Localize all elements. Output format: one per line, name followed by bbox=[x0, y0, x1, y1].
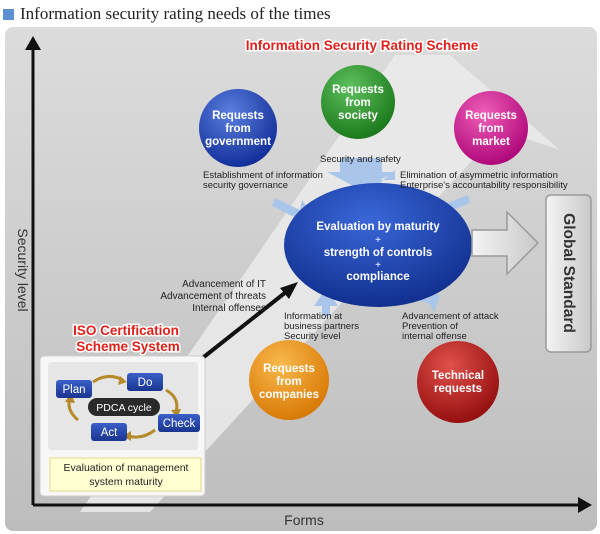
label-iso-arrow-1: Advancement of IT bbox=[182, 279, 266, 290]
iso-title-line-1: ISO Certification bbox=[73, 323, 179, 338]
label-market-1: Elimination of asymmetric information bbox=[400, 170, 558, 181]
pdca-act-box bbox=[91, 423, 127, 441]
circle-companies: Requests from companies bbox=[249, 340, 329, 420]
x-axis-arrowhead bbox=[578, 497, 592, 513]
society-line-1: Requests bbox=[332, 84, 384, 96]
arrow-iso-head bbox=[280, 282, 298, 299]
label-companies-1: Information at bbox=[284, 311, 343, 322]
label-technical-2: Prevention of bbox=[402, 321, 458, 332]
circle-society: Requests from society bbox=[321, 65, 395, 139]
header-square-icon bbox=[3, 8, 14, 20]
label-iso-arrow-3: Internal offenses bbox=[192, 303, 266, 314]
pdca-do-box bbox=[127, 373, 163, 391]
label-market-2: Enterprise's accountability responsibili… bbox=[400, 180, 568, 191]
pdca-plan-box bbox=[56, 380, 92, 398]
market-line-1: Requests bbox=[465, 110, 517, 122]
scheme-title: Information Security Rating Scheme bbox=[246, 38, 479, 53]
arrow-iso-to-center bbox=[198, 290, 288, 362]
iso-footer-line-1: Evaluation of management bbox=[64, 462, 189, 474]
x-axis-label: Forms bbox=[284, 512, 324, 528]
center-plus-2: + bbox=[375, 260, 381, 271]
pdca-plan-label: Plan bbox=[62, 384, 85, 396]
government-line-3: government bbox=[205, 136, 271, 148]
label-government-1: Establishment of information bbox=[203, 170, 323, 181]
global-standard-label: Global Standard bbox=[560, 213, 577, 333]
market-line-2: from bbox=[478, 123, 504, 135]
circle-government: Requests from government bbox=[199, 89, 277, 167]
iso-footer-box bbox=[49, 457, 202, 492]
y-axis-arrowhead bbox=[25, 36, 41, 50]
arrow-from-society bbox=[327, 158, 395, 190]
label-companies-3: Security level bbox=[284, 331, 341, 342]
companies-line-3: companies bbox=[259, 389, 319, 401]
circle-market: Requests from market bbox=[454, 91, 528, 165]
label-society: Security and safety bbox=[320, 154, 401, 165]
pdca-check-label: Check bbox=[163, 418, 196, 430]
government-line-1: Requests bbox=[212, 110, 264, 122]
society-line-2: from bbox=[345, 97, 371, 109]
center-line-3: compliance bbox=[346, 271, 409, 283]
label-government-2: security governance bbox=[203, 180, 289, 191]
pdca-do-label: Do bbox=[138, 377, 153, 389]
label-technical-3: internal offense bbox=[402, 331, 467, 342]
technical-line-2: requests bbox=[434, 383, 482, 395]
global-standard-box bbox=[545, 194, 592, 353]
label-iso-arrow-2: Advancement of threats bbox=[160, 291, 266, 302]
society-line-3: society bbox=[338, 110, 378, 122]
iso-footer-line-2: system maturity bbox=[89, 476, 163, 488]
technical-line-1: Technical bbox=[432, 370, 484, 382]
center-plus-1: + bbox=[375, 235, 381, 246]
page-title: Information security rating needs of the… bbox=[20, 4, 331, 23]
y-axis-label: Security level bbox=[15, 228, 31, 311]
companies-line-1: Requests bbox=[263, 363, 315, 375]
center-line-2: strength of controls bbox=[324, 247, 433, 259]
companies-line-2: from bbox=[276, 376, 302, 388]
label-companies-2: business partners bbox=[284, 321, 359, 332]
circle-technical: Technical requests bbox=[417, 341, 499, 423]
center-line-1: Evaluation by maturity bbox=[316, 221, 440, 233]
market-line-3: market bbox=[472, 136, 510, 148]
pdca-act-label: Act bbox=[101, 427, 118, 439]
arrow-to-global-standard bbox=[471, 210, 540, 276]
government-line-2: from bbox=[225, 123, 251, 135]
pdca-center-pill bbox=[88, 398, 160, 416]
pdca-check-box bbox=[158, 414, 200, 432]
iso-title-line-2: Scheme System bbox=[76, 339, 180, 354]
center-ellipse: Evaluation by maturity + strength of con… bbox=[284, 183, 472, 307]
label-technical-1: Advancement of attack bbox=[402, 311, 499, 322]
header: Information security rating needs of the… bbox=[3, 3, 331, 25]
arrow-from-technical bbox=[418, 292, 440, 312]
pdca-center-label: PDCA cycle bbox=[96, 402, 152, 414]
arrow-from-companies bbox=[314, 288, 338, 316]
